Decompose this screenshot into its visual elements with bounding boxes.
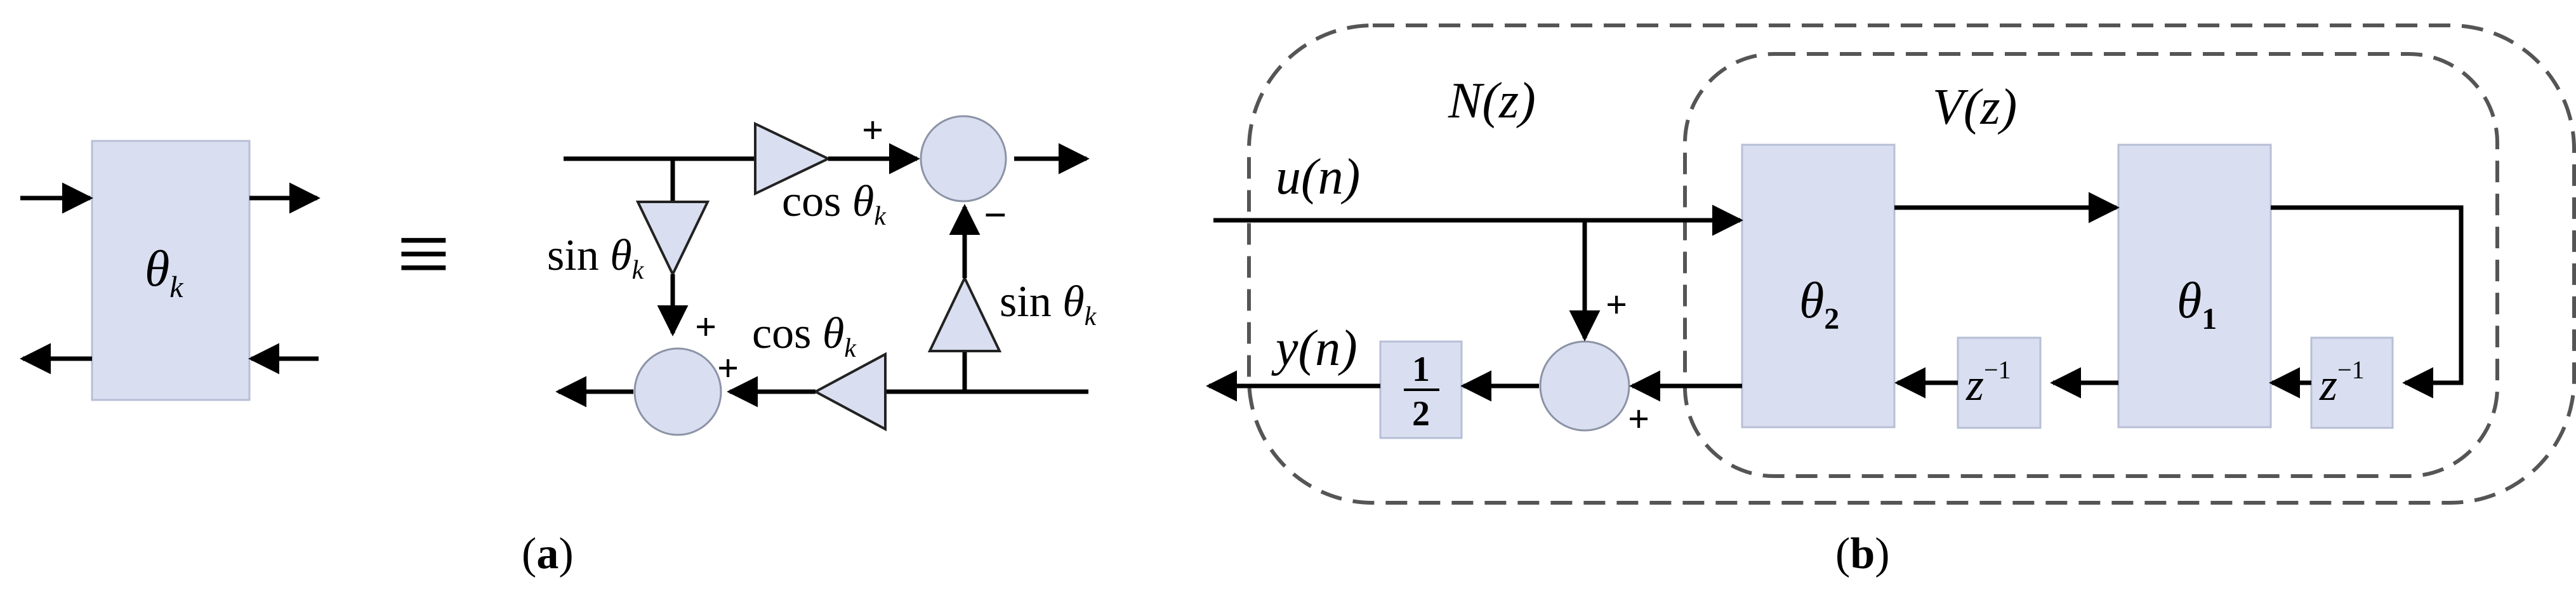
sin-right-label: sin θk bbox=[1000, 277, 1097, 331]
cos-bottom-amp bbox=[812, 352, 887, 432]
caption-b: (b) bbox=[1835, 529, 1890, 578]
equiv-symbol: ≡ bbox=[397, 201, 451, 307]
top-sum-node bbox=[920, 115, 1007, 203]
half-num: 1 bbox=[1412, 350, 1430, 389]
delay-middle-label: z−1 bbox=[1965, 355, 2011, 410]
n-z-label: N(z) bbox=[1448, 73, 1536, 129]
theta-1-block bbox=[2117, 143, 2272, 428]
panel-b: N(z) V(z) θ2 θ1 z−1 z−1 1 2 u(n) + bbox=[1206, 23, 2576, 578]
cos-top-label: cos θk bbox=[782, 177, 887, 231]
cos-top-amp bbox=[754, 121, 831, 196]
cos-bottom-label: cos θk bbox=[752, 309, 857, 363]
output-label: y(n) bbox=[1271, 321, 1357, 376]
theta-2-block bbox=[1741, 143, 1896, 428]
theta-k-block bbox=[91, 140, 251, 401]
plus-bottom-sign-a: + bbox=[695, 306, 717, 348]
theta-k-label: θk bbox=[145, 241, 184, 304]
sum-node-b bbox=[1539, 340, 1630, 432]
theta1-loop-wire bbox=[2271, 205, 2464, 399]
bottom-sum-node bbox=[633, 347, 722, 436]
half-den: 2 bbox=[1412, 394, 1430, 434]
plus-sign-top-b: + bbox=[1606, 284, 1627, 326]
sin-left-label: sin θk bbox=[547, 231, 645, 285]
plus-bottom-sign-b: + bbox=[717, 347, 739, 389]
theta-2-label: θ2 bbox=[1799, 273, 1839, 336]
sin-right-amp bbox=[927, 275, 1002, 352]
plus-sign-bottom-b: + bbox=[1628, 398, 1649, 440]
n-z-boundary bbox=[1247, 23, 2576, 505]
theta-1-label: θ1 bbox=[2177, 273, 2217, 336]
plus-top-sign: + bbox=[862, 109, 883, 151]
caption-a: (a) bbox=[522, 529, 574, 578]
delay-block-right bbox=[2310, 336, 2394, 429]
v-z-boundary bbox=[1683, 52, 2499, 478]
input-label: u(n) bbox=[1276, 149, 1360, 205]
sin-left-amp bbox=[635, 201, 710, 277]
delay-block-middle bbox=[1957, 336, 2042, 429]
minus-sum-sign: − bbox=[984, 192, 1007, 237]
panel-a: θk ≡ + − + + sin θk cos bbox=[20, 109, 1097, 578]
delay-right-label: z−1 bbox=[2319, 355, 2365, 410]
v-z-label: V(z) bbox=[1932, 79, 2017, 135]
